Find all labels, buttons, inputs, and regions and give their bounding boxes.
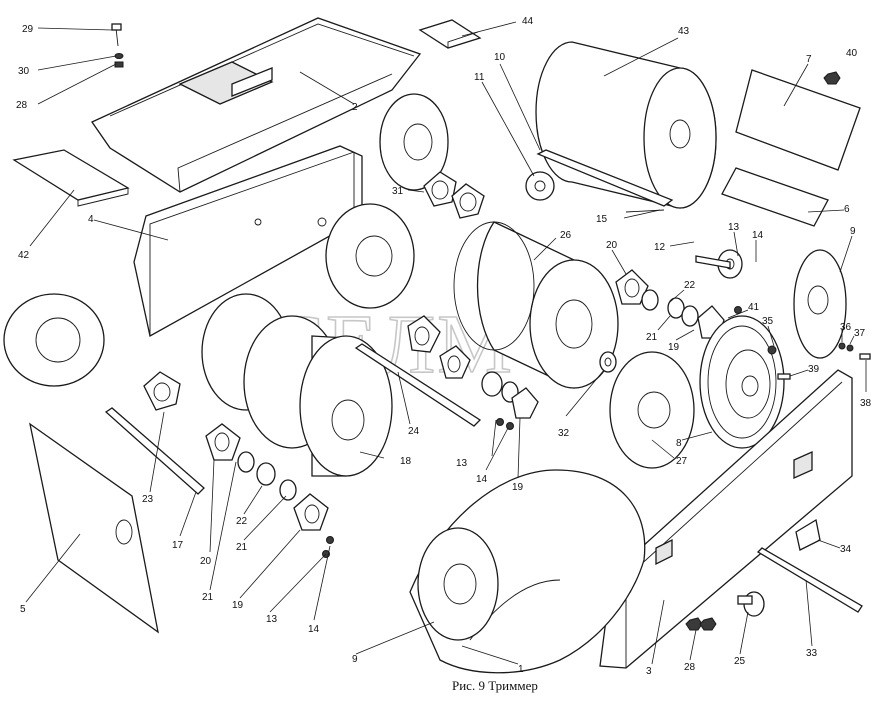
label-27: 27 — [676, 456, 688, 467]
figure-caption: Рис. 9 Триммер — [452, 678, 538, 693]
label-13a: 13 — [728, 222, 740, 233]
leader-lines — [25, 21, 867, 665]
label-30: 30 — [18, 66, 30, 77]
disc-9-bottom — [417, 527, 499, 641]
knob-25 — [737, 591, 765, 617]
label-43: 43 — [678, 26, 690, 37]
label-28a: 28 — [16, 100, 28, 111]
part-labels: 29 30 28 2 44 10 11 43 40 7 6 15 12 13 1… — [16, 16, 872, 677]
middle-disc — [325, 203, 415, 309]
left-lower-bearings — [143, 371, 329, 531]
label-34: 34 — [840, 544, 852, 555]
label-21a: 21 — [646, 332, 658, 343]
bracket-part — [418, 19, 482, 49]
label-29: 29 — [22, 24, 34, 35]
flat-plate-part — [29, 422, 159, 634]
label-31: 31 — [392, 186, 404, 197]
right-side-wall-part — [599, 369, 853, 669]
label-22a: 22 — [684, 280, 696, 291]
label-13c: 13 — [266, 614, 278, 625]
label-15: 15 — [596, 214, 608, 225]
label-11: 11 — [474, 72, 485, 83]
label-25: 25 — [734, 656, 746, 667]
label-36: 36 — [840, 322, 852, 333]
rod-33 — [756, 547, 863, 613]
label-39: 39 — [808, 364, 820, 375]
label-18: 18 — [400, 456, 412, 467]
label-6: 6 — [844, 204, 850, 215]
label-41: 41 — [748, 302, 760, 313]
central-bearings — [407, 315, 539, 419]
disc-9-right — [793, 249, 847, 359]
label-13b: 13 — [456, 458, 468, 469]
label-21b: 21 — [202, 592, 214, 603]
label-14a: 14 — [752, 230, 764, 241]
label-9b: 9 — [850, 226, 856, 237]
disc-27 — [609, 351, 695, 469]
small-plate-34 — [795, 518, 821, 551]
pulley-8 — [699, 315, 785, 449]
label-32: 32 — [558, 428, 570, 439]
cover-plate-6 — [721, 167, 829, 227]
label-12: 12 — [654, 242, 666, 253]
label-26: 26 — [560, 230, 572, 241]
label-1: 1 — [518, 664, 524, 675]
cover-plate-7 — [735, 69, 861, 171]
label-38: 38 — [860, 398, 872, 409]
small-fasteners — [322, 306, 871, 631]
left-pulley-disc — [3, 293, 105, 387]
label-20a: 20 — [606, 240, 618, 251]
label-14c: 14 — [308, 624, 320, 635]
label-35: 35 — [762, 316, 774, 327]
label-10: 10 — [494, 52, 506, 63]
drum-26 — [453, 221, 619, 389]
top-cover-part — [91, 17, 422, 193]
label-40: 40 — [846, 48, 858, 59]
washer-32 — [599, 351, 617, 373]
label-2: 2 — [352, 102, 358, 113]
label-17: 17 — [172, 540, 184, 551]
label-3: 3 — [646, 666, 652, 677]
upper-disc — [379, 93, 449, 191]
label-14b: 14 — [476, 474, 488, 485]
label-19a: 19 — [668, 342, 680, 353]
side-bracket-part — [12, 149, 130, 207]
label-23: 23 — [142, 494, 154, 505]
label-24: 24 — [408, 426, 420, 437]
label-28b: 28 — [684, 662, 696, 673]
label-5: 5 — [20, 604, 26, 615]
label-21c: 21 — [236, 542, 248, 553]
right-bearing-group — [615, 269, 725, 339]
label-37: 37 — [854, 328, 866, 339]
label-44: 44 — [522, 16, 534, 27]
label-4: 4 — [88, 214, 94, 225]
flange-bearing-31 — [423, 171, 485, 219]
label-19c: 19 — [232, 600, 244, 611]
label-42: 42 — [18, 250, 30, 261]
shaft-24 — [354, 343, 482, 427]
bolt-washer-set — [111, 23, 124, 68]
shaft-17 — [104, 407, 205, 495]
label-22b: 22 — [236, 516, 248, 527]
hub-13 — [695, 249, 743, 279]
nut-40 — [823, 71, 841, 85]
label-19b: 19 — [512, 482, 524, 493]
upper-shaft-assembly — [525, 149, 674, 213]
label-8: 8 — [676, 438, 682, 449]
label-20b: 20 — [200, 556, 212, 567]
drum-18 — [201, 293, 393, 477]
label-33: 33 — [806, 648, 818, 659]
label-7: 7 — [806, 54, 812, 65]
label-9a: 9 — [352, 654, 358, 665]
